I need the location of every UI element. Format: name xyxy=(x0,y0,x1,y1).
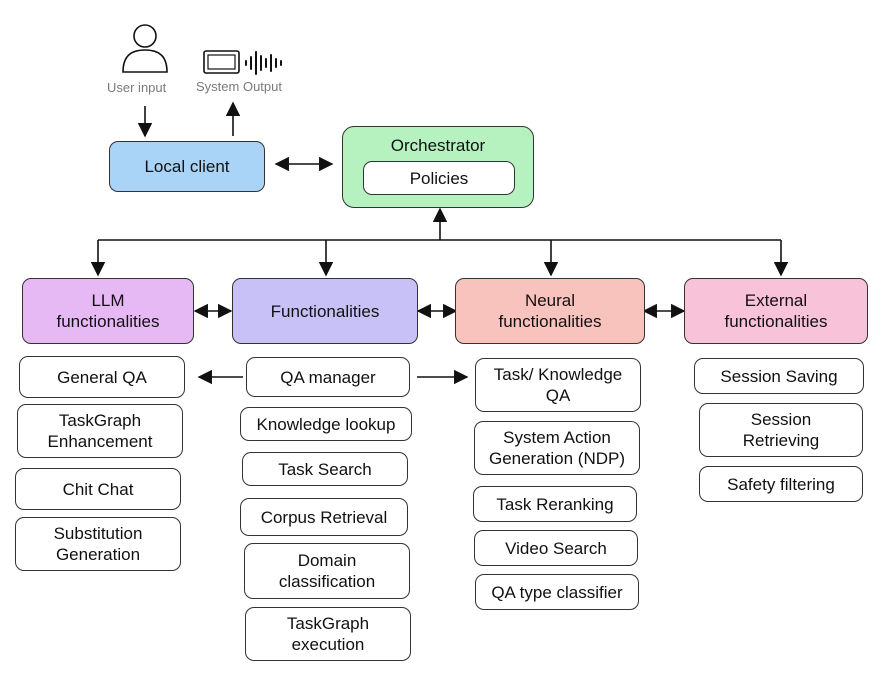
sound-wave-icon xyxy=(245,51,282,75)
monitor-icon xyxy=(203,50,240,74)
func-item-domain-classification: Domain classification xyxy=(244,543,410,599)
func-item-task-search: Task Search xyxy=(242,452,408,486)
func-item-corpus-retrieval: Corpus Retrieval xyxy=(240,498,408,536)
func-item-taskgraph-execution: TaskGraph execution xyxy=(245,607,411,661)
external-item-session-saving: Session Saving xyxy=(694,358,864,394)
func-item-qa-manager: QA manager xyxy=(246,357,410,397)
user-input-label: User input xyxy=(107,80,167,95)
policies-box: Policies xyxy=(363,161,515,195)
orchestrator-box: Orchestrator Policies xyxy=(342,126,534,208)
neural-item-system-action-generation: System Action Generation (NDP) xyxy=(474,421,640,475)
llm-functionalities-box: LLM functionalities xyxy=(22,278,194,344)
local-client-box: Local client xyxy=(109,141,265,192)
system-output-label: System Output xyxy=(196,79,282,94)
external-functionalities-box: External functionalities xyxy=(684,278,868,344)
orchestrator-title: Orchestrator xyxy=(390,136,486,155)
external-item-session-retrieving: Session Retrieving xyxy=(699,403,863,457)
llm-item-chit-chat: Chit Chat xyxy=(15,468,181,510)
neural-item-task-knowledge-qa: Task/ Knowledge QA xyxy=(475,358,641,412)
external-item-safety-filtering: Safety filtering xyxy=(699,466,863,502)
neural-item-task-reranking: Task Reranking xyxy=(473,486,637,522)
llm-item-substitution-generation: Substitution Generation xyxy=(15,517,181,571)
neural-functionalities-box: Neural functionalities xyxy=(455,278,645,344)
llm-item-taskgraph-enhancement: TaskGraph Enhancement xyxy=(17,404,183,458)
user-icon xyxy=(122,24,168,73)
neural-item-qa-type-classifier: QA type classifier xyxy=(475,574,639,610)
neural-item-video-search: Video Search xyxy=(474,530,638,566)
llm-item-general-qa: General QA xyxy=(19,356,185,398)
func-item-knowledge-lookup: Knowledge lookup xyxy=(240,407,412,441)
functionalities-box: Functionalities xyxy=(232,278,418,344)
